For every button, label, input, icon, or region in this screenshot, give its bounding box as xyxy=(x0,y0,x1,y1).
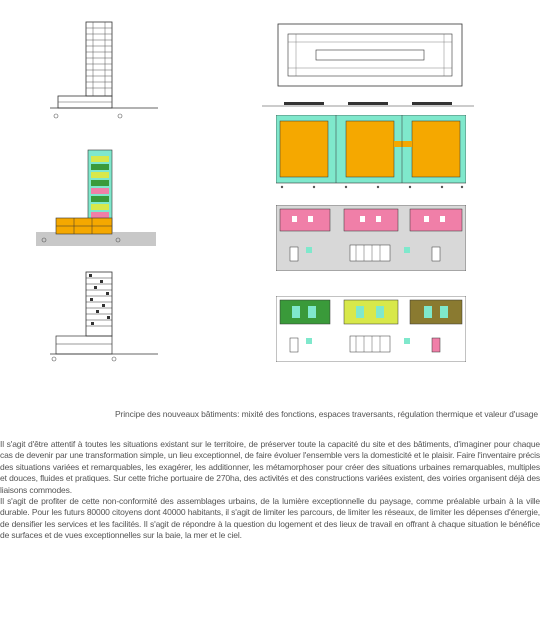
paragraph: Il s'agit d'être attentif à toutes les s… xyxy=(0,439,540,495)
tower-section-line-drawing xyxy=(50,271,158,362)
tower-elevation-line-drawing xyxy=(50,21,158,119)
paragraph: Il s'agit de profiter de cette non-confo… xyxy=(0,496,540,541)
floor-plan-pink-units xyxy=(276,205,466,271)
floor-plan-green-units xyxy=(276,296,466,362)
figure-caption: Principe des nouveaux bâtiments: mixité … xyxy=(114,409,538,419)
floor-plan-colored xyxy=(276,115,466,189)
roof-plan-line-drawing xyxy=(277,23,463,87)
section-strip xyxy=(262,102,474,107)
body-text: Il s'agit d'être attentif à toutes les s… xyxy=(0,439,540,542)
tower-elevation-colored-functions xyxy=(36,149,156,246)
